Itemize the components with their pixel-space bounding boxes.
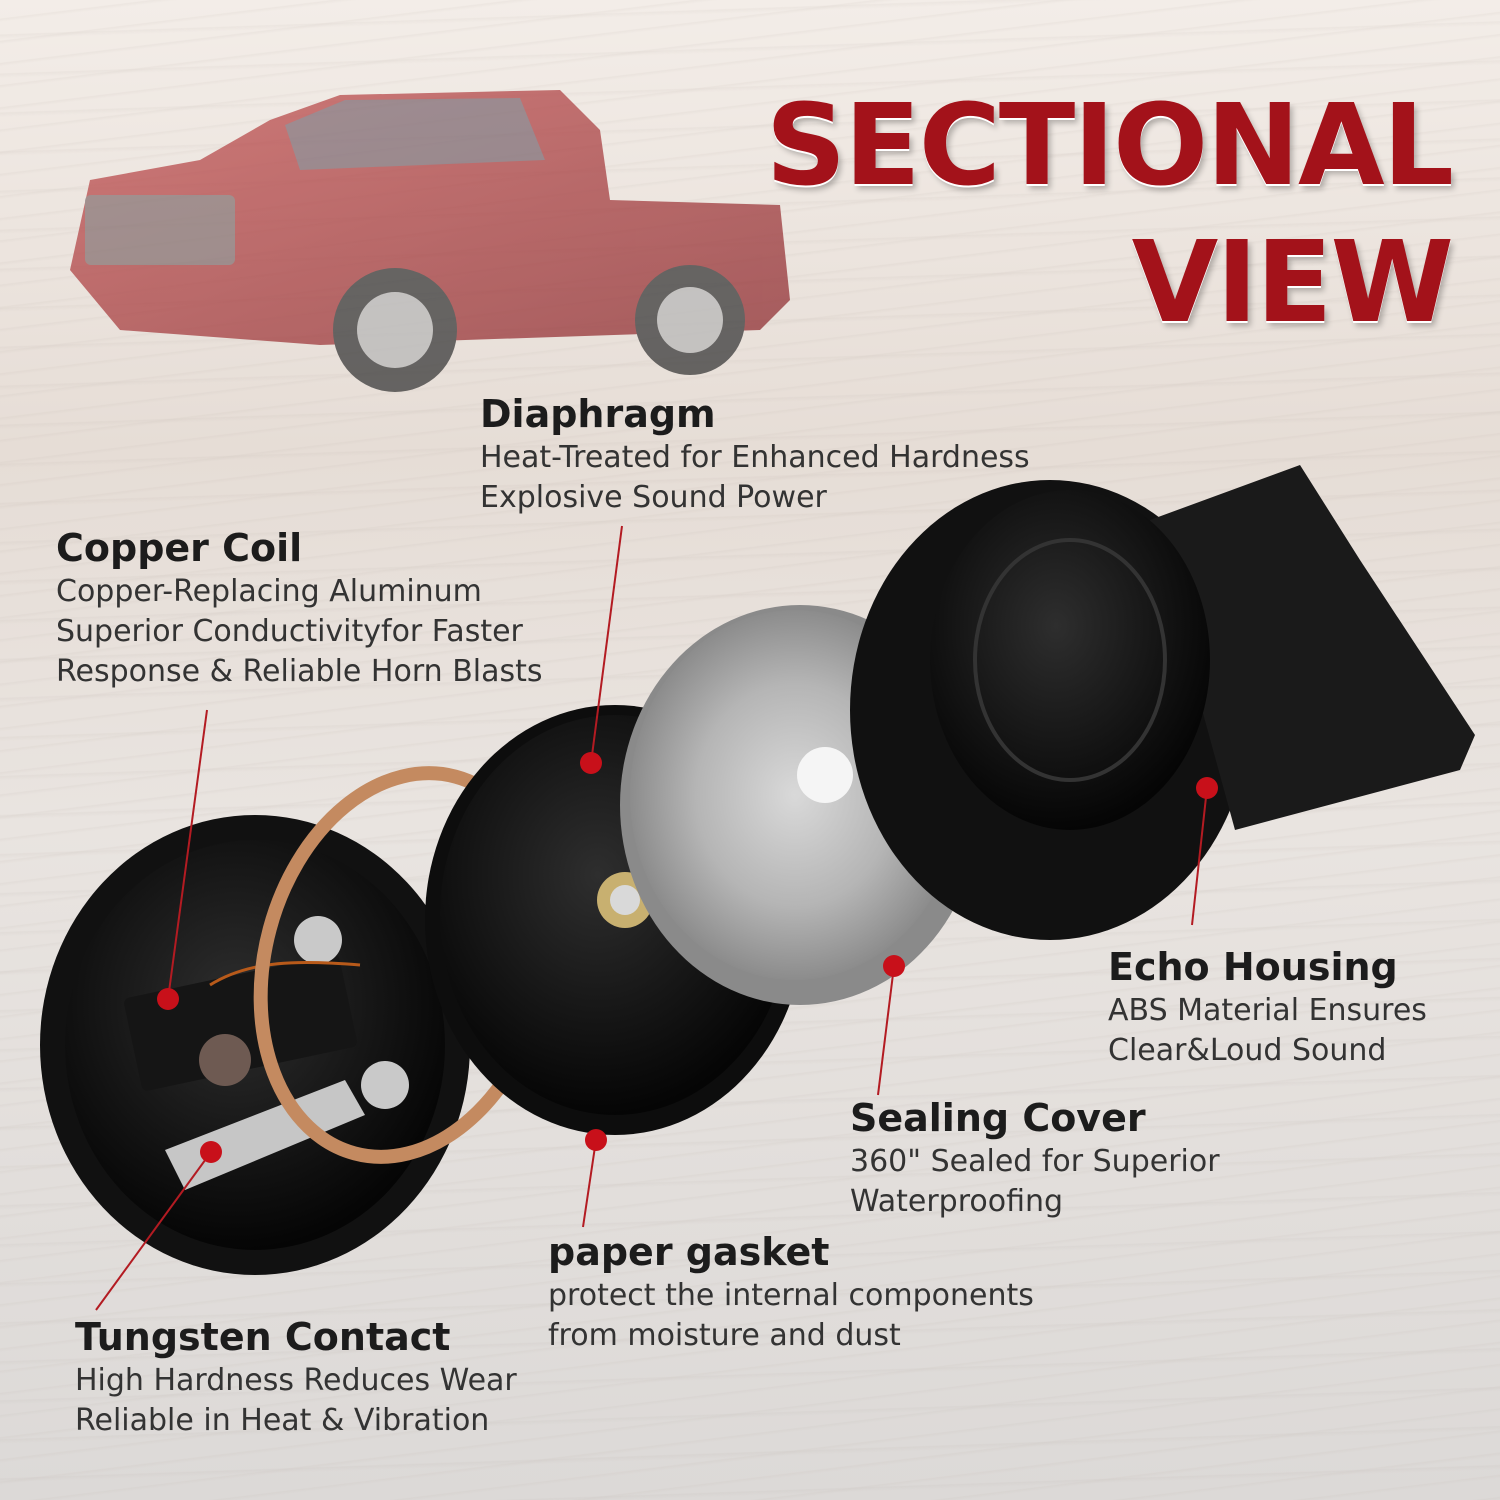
callout-title: paper gasket [548, 1230, 830, 1274]
callout-line: Clear&Loud Sound [1108, 1032, 1387, 1068]
headline-line-2: VIEW [1131, 217, 1454, 348]
callout-title: Copper Coil [56, 526, 303, 570]
callout-leader-lines [95, 525, 1208, 1311]
callout-line: Heat-Treated for Enhanced Hardness [480, 439, 1030, 475]
callout-title: Echo Housing [1108, 945, 1398, 989]
callout-line: Explosive Sound Power [480, 479, 827, 515]
callout-line: protect the internal components [548, 1277, 1034, 1313]
callout-copper-coil: Copper Coil Copper-Replacing Aluminum Su… [56, 526, 543, 692]
callout-line: from moisture and dust [548, 1317, 901, 1353]
callout-dots [157, 752, 1218, 1163]
headline: SECTIONAL VIEW [752, 78, 1454, 351]
callout-diaphragm: Diaphragm Heat-Treated for Enhanced Hard… [480, 392, 1030, 518]
callout-line: 360" Sealed for Superior [850, 1143, 1220, 1179]
callout-title: Sealing Cover [850, 1096, 1146, 1140]
callout-title: Tungsten Contact [75, 1315, 451, 1359]
callout-line: Superior Conductivityfor Faster [56, 613, 523, 649]
callout-paper-gasket: paper gasket protect the internal compon… [548, 1230, 1034, 1356]
horn-base-housing [40, 815, 470, 1275]
echo-housing-horn [850, 465, 1475, 940]
callout-line: Copper-Replacing Aluminum [56, 573, 482, 609]
pickup-truck-image [70, 90, 790, 392]
callout-echo-housing: Echo Housing ABS Material Ensures Clear&… [1108, 945, 1427, 1071]
callout-line: High Hardness Reduces Wear [75, 1362, 517, 1398]
callout-line: Reliable in Heat & Vibration [75, 1402, 490, 1438]
callout-line: Response & Reliable Horn Blasts [56, 653, 543, 689]
callout-sealing-cover: Sealing Cover 360" Sealed for Superior W… [850, 1096, 1220, 1222]
callout-line: Waterproofing [850, 1183, 1064, 1219]
callout-line: ABS Material Ensures [1108, 992, 1427, 1028]
callout-tungsten-contact: Tungsten Contact High Hardness Reduces W… [75, 1315, 517, 1441]
callout-title: Diaphragm [480, 392, 716, 436]
headline-line-1: SECTIONAL [765, 81, 1454, 211]
